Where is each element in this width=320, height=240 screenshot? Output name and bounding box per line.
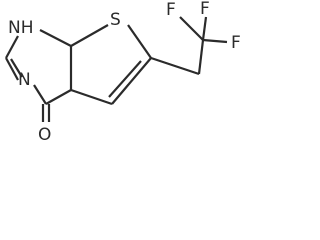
atom-nh: NH <box>8 18 34 38</box>
bond-c6-ch2 <box>150 56 200 76</box>
bond-s-c6 <box>127 24 152 59</box>
chemical-structure-diagram: NH S N O F F F <box>5 0 241 145</box>
bond-c2-n3-outer <box>5 57 19 81</box>
bond-ch2-cf3 <box>197 39 205 75</box>
bond-c2-n3-inner <box>10 58 23 78</box>
bond-n3-c4 <box>33 84 47 105</box>
bond-c5-c4a <box>70 88 113 106</box>
atom-f3: F <box>231 33 241 53</box>
atom-s: S <box>110 10 121 30</box>
bond-c6-c5-inner <box>108 60 142 98</box>
bond-cf3-f3 <box>202 38 228 44</box>
bond-c7a-s <box>70 24 109 47</box>
bond-c7a-nh <box>39 29 72 47</box>
atom-f1: F <box>166 0 176 20</box>
bond-cf3-f1 <box>179 16 204 41</box>
bond-c4-c4a <box>45 89 72 105</box>
bond-c6-c5-outer <box>111 57 152 105</box>
atom-n: N <box>18 70 31 90</box>
atom-f2: F <box>200 0 210 19</box>
atom-o: O <box>38 125 51 145</box>
bond-cf3-f2 <box>201 16 208 41</box>
bond-nh-c2 <box>5 35 19 59</box>
